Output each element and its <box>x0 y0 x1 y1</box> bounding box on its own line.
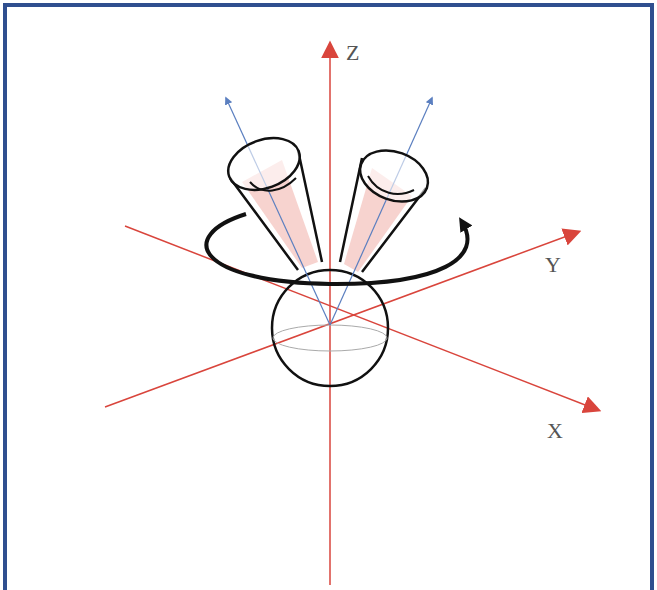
frame-border <box>5 5 652 590</box>
right-ear-inner <box>368 176 414 194</box>
right-ear-axis <box>330 98 432 325</box>
left-ear-top <box>221 129 307 199</box>
rotation-arrow <box>206 214 467 284</box>
axis-label: Z <box>346 42 359 64</box>
equator <box>273 325 387 351</box>
left-ear-axis <box>226 98 330 325</box>
axis-label: X <box>547 420 563 442</box>
axis-label: Y <box>545 254 561 276</box>
right-ear-top <box>353 141 435 210</box>
left-ear-inner <box>250 178 296 191</box>
sphere <box>272 270 388 386</box>
z-axis <box>329 44 331 585</box>
